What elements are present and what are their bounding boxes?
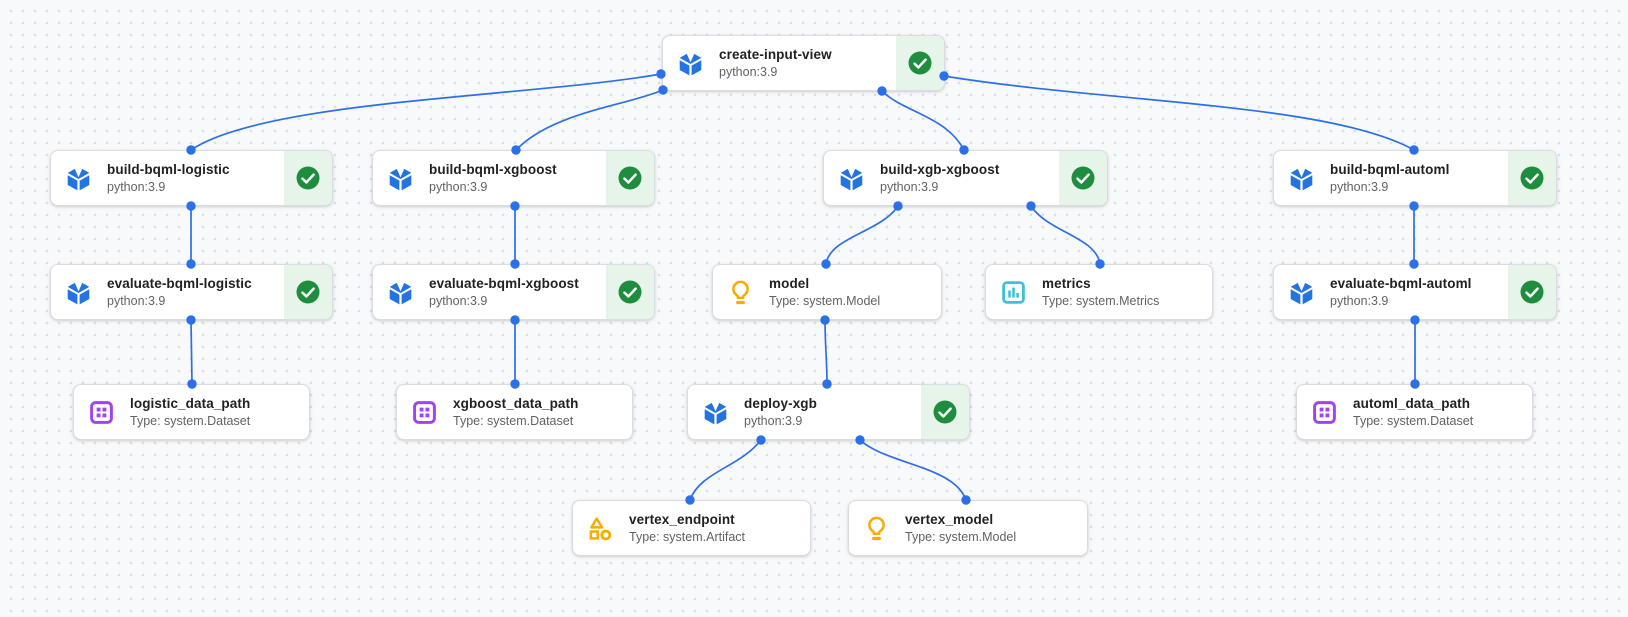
status-badge-succeeded [1059, 151, 1107, 205]
node-subtitle: python:3.9 [744, 414, 803, 428]
edge-create-input-view-to-build-bqml-logistic [190, 73, 662, 151]
success-check-icon [295, 165, 321, 191]
dataset-grid-icon [411, 399, 438, 426]
node-title: evaluate-bqml-logistic [107, 276, 252, 291]
success-check-icon [907, 50, 933, 76]
pipeline-node-evaluate-bqml-automl[interactable]: evaluate-bqml-automl python:3.9 [1273, 264, 1557, 320]
pipeline-component-cube-icon [387, 165, 414, 192]
pipeline-component-cube-icon [838, 165, 865, 192]
artifact-node-model[interactable]: model Type: system.Model [712, 264, 942, 320]
edge-model-to-deploy-xgb [824, 319, 828, 385]
edge-evaluate-bqml-logistic-to-logistic_data_path [190, 319, 193, 385]
node-subtitle: Type: system.Model [905, 530, 1017, 544]
node-subtitle: python:3.9 [880, 180, 939, 194]
status-badge-succeeded [606, 151, 654, 205]
success-check-icon [617, 279, 643, 305]
success-check-icon [932, 399, 958, 425]
edge-deploy-xgb-to-vertex_model [859, 439, 967, 501]
edge-create-input-view-to-build-bqml-xgboost [515, 89, 664, 151]
pipeline-node-build-bqml-logistic[interactable]: build-bqml-logistic python:3.9 [50, 150, 333, 206]
node-subtitle: python:3.9 [1330, 294, 1389, 308]
node-title: model [769, 276, 810, 291]
node-title: deploy-xgb [744, 396, 818, 411]
pipeline-node-evaluate-bqml-logistic[interactable]: evaluate-bqml-logistic python:3.9 [50, 264, 333, 320]
node-title: evaluate-bqml-xgboost [429, 276, 579, 291]
node-title: create-input-view [719, 47, 832, 62]
status-badge-succeeded [1508, 151, 1556, 205]
node-subtitle: Type: system.Artifact [629, 530, 746, 544]
pipeline-component-cube-icon [387, 279, 414, 306]
pipeline-component-cube-icon [65, 165, 92, 192]
model-lightbulb-icon [727, 279, 754, 306]
node-title: vertex_model [905, 512, 994, 527]
artifact-node-vertex_model[interactable]: vertex_model Type: system.Model [848, 500, 1088, 556]
node-subtitle: python:3.9 [107, 180, 166, 194]
node-subtitle: Type: system.Metrics [1042, 294, 1160, 308]
dataset-grid-icon [88, 399, 115, 426]
node-title: metrics [1042, 276, 1091, 291]
pipeline-component-cube-icon [677, 50, 704, 77]
artifact-node-logistic_data_path[interactable]: logistic_data_path Type: system.Dataset [73, 384, 310, 440]
node-title: evaluate-bqml-automl [1330, 276, 1472, 291]
metrics-chart-icon [1000, 279, 1027, 306]
edge-build-xgb-xgboost-to-model [825, 205, 899, 265]
edge-deploy-xgb-to-vertex_endpoint [689, 439, 762, 501]
node-subtitle: Type: system.Dataset [1353, 414, 1474, 428]
pipeline-node-evaluate-bqml-xgboost[interactable]: evaluate-bqml-xgboost python:3.9 [372, 264, 655, 320]
edge-create-input-view-to-build-xgb-xgboost [881, 90, 965, 151]
pipeline-component-cube-icon [1288, 165, 1315, 192]
node-title: vertex_endpoint [629, 512, 735, 527]
status-badge-succeeded [284, 265, 332, 319]
pipeline-node-build-bqml-xgboost[interactable]: build-bqml-xgboost python:3.9 [372, 150, 655, 206]
status-badge-succeeded [284, 151, 332, 205]
success-check-icon [295, 279, 321, 305]
node-title: logistic_data_path [130, 396, 251, 411]
model-lightbulb-icon [863, 515, 890, 542]
node-title: xgboost_data_path [453, 396, 579, 411]
edge-create-input-view-to-build-bqml-automl [943, 75, 1415, 151]
node-subtitle: Type: system.Dataset [453, 414, 574, 428]
artifact-node-automl_data_path[interactable]: automl_data_path Type: system.Dataset [1296, 384, 1533, 440]
dataset-grid-icon [1311, 399, 1338, 426]
node-title: build-bqml-xgboost [429, 162, 557, 177]
status-badge-succeeded [606, 265, 654, 319]
pipeline-node-build-xgb-xgboost[interactable]: build-xgb-xgboost python:3.9 [823, 150, 1108, 206]
pipeline-node-deploy-xgb[interactable]: deploy-xgb python:3.9 [687, 384, 970, 440]
node-subtitle: python:3.9 [429, 294, 488, 308]
node-title: build-bqml-automl [1330, 162, 1450, 177]
node-title: automl_data_path [1353, 396, 1471, 411]
node-subtitle: python:3.9 [719, 65, 778, 79]
node-subtitle: python:3.9 [1330, 180, 1389, 194]
pipeline-component-cube-icon [702, 399, 729, 426]
status-badge-succeeded [1508, 265, 1556, 319]
success-check-icon [1519, 279, 1545, 305]
pipeline-component-cube-icon [1288, 279, 1315, 306]
pipeline-node-create-input-view[interactable]: create-input-view python:3.9 [662, 35, 945, 91]
artifact-shapes-icon [587, 515, 614, 542]
node-title: build-xgb-xgboost [880, 162, 1000, 177]
node-subtitle: Type: system.Dataset [130, 414, 251, 428]
artifact-node-vertex_endpoint[interactable]: vertex_endpoint Type: system.Artifact [572, 500, 811, 556]
status-badge-succeeded [896, 36, 944, 90]
status-badge-succeeded [921, 385, 969, 439]
node-subtitle: python:3.9 [429, 180, 488, 194]
pipeline-component-cube-icon [65, 279, 92, 306]
node-subtitle: Type: system.Model [769, 294, 881, 308]
success-check-icon [1519, 165, 1545, 191]
pipeline-node-build-bqml-automl[interactable]: build-bqml-automl python:3.9 [1273, 150, 1557, 206]
edge-build-xgb-xgboost-to-metrics [1030, 205, 1101, 265]
artifact-node-xgboost_data_path[interactable]: xgboost_data_path Type: system.Dataset [396, 384, 633, 440]
success-check-icon [617, 165, 643, 191]
node-title: build-bqml-logistic [107, 162, 230, 177]
success-check-icon [1070, 165, 1096, 191]
artifact-node-metrics[interactable]: metrics Type: system.Metrics [985, 264, 1213, 320]
node-subtitle: python:3.9 [107, 294, 166, 308]
